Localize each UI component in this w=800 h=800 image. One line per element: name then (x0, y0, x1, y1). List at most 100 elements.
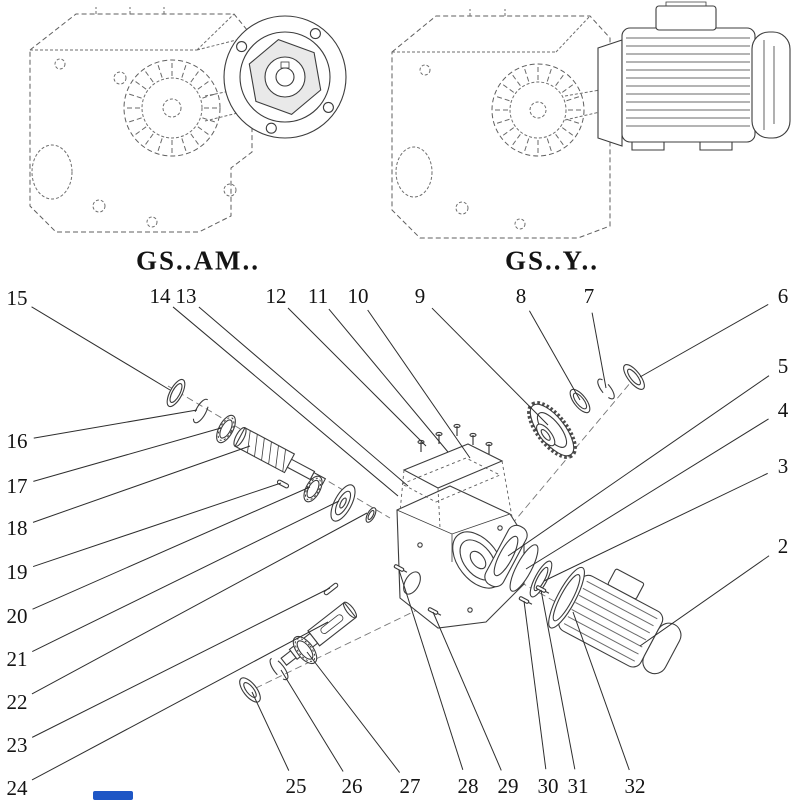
leader-line-3 (543, 472, 768, 582)
leader-line-12 (287, 307, 427, 447)
callout-label-27: 27 (400, 774, 421, 798)
callout-label-31: 31 (568, 774, 589, 798)
callout-label-17: 17 (7, 474, 28, 498)
fan-cover (751, 31, 791, 139)
callout-label-8: 8 (516, 284, 527, 308)
spacer-ring (365, 507, 377, 523)
gearbox-y-view (391, 9, 611, 239)
callout-label-18: 18 (7, 516, 28, 540)
leader-line-25 (251, 691, 290, 771)
leader-line-7 (591, 312, 607, 389)
callout-label-4: 4 (778, 398, 789, 422)
cover-plate (399, 443, 513, 529)
callout-label-16: 16 (7, 429, 28, 453)
leader-line-19 (32, 482, 282, 568)
gearbox-am-flange (223, 15, 347, 139)
motor-assembled (597, 1, 791, 151)
callout-label-30: 30 (538, 774, 559, 798)
callout-label-9: 9 (415, 284, 426, 308)
motor-fins (563, 580, 658, 662)
leader-line-29 (432, 611, 502, 771)
worm-wheel-ticks (126, 62, 218, 154)
shaft-key (323, 582, 339, 596)
callout-label-23: 23 (7, 733, 28, 757)
callout-label-25: 25 (286, 774, 307, 798)
terminal-box (655, 5, 717, 31)
callout-label-5: 5 (778, 354, 789, 378)
motor-fins (626, 37, 750, 127)
callout-label-6: 6 (778, 284, 789, 308)
leader-line-8 (528, 310, 581, 401)
leader-line-17 (33, 427, 222, 482)
worm-wheel-ticks (494, 66, 582, 154)
oil-seal (623, 364, 645, 390)
view-label-gs-am: GS..AM.. (136, 245, 260, 276)
leader-line-21 (32, 500, 340, 652)
callout-label-32: 32 (625, 774, 646, 798)
leader-line-27 (306, 651, 401, 773)
motor-feet (631, 142, 733, 151)
motor-flange (548, 566, 585, 629)
worm-shaft (233, 426, 327, 486)
washer-disc (330, 484, 356, 522)
leader-line-20 (32, 486, 311, 610)
keyway (280, 61, 290, 69)
watermark-strip (93, 791, 133, 800)
callout-label-11: 11 (308, 284, 328, 308)
pin (276, 479, 290, 489)
motor-body (621, 27, 756, 143)
callout-label-28: 28 (458, 774, 479, 798)
fan-cover (642, 622, 682, 675)
leader-line-26 (280, 669, 344, 772)
leader-line-14 (172, 306, 399, 497)
leader-line-24 (31, 621, 329, 781)
callout-label-21: 21 (7, 647, 28, 671)
exploded-view (166, 364, 682, 703)
leader-line-2 (639, 555, 770, 647)
callout-label-20: 20 (7, 604, 28, 628)
callout-label-29: 29 (498, 774, 519, 798)
callout-label-7: 7 (584, 284, 595, 308)
leader-line-32 (572, 611, 630, 771)
output-cover (484, 524, 528, 588)
leader-line-31 (540, 589, 576, 770)
leader-line-11 (328, 308, 449, 453)
callout-label-2: 2 (778, 534, 789, 558)
leader-line-15 (31, 306, 171, 391)
gasket (509, 544, 539, 592)
input-bearing (216, 414, 236, 444)
cover-screws (417, 423, 493, 454)
oil-seal (166, 378, 186, 408)
leader-line-10 (367, 309, 471, 459)
callout-label-10: 10 (348, 284, 369, 308)
leader-line-28 (398, 569, 464, 770)
leader-line-13 (198, 306, 409, 487)
motor-exploded (548, 566, 682, 675)
washer (239, 677, 261, 703)
leader-line-5 (507, 375, 770, 557)
callout-label-24: 24 (7, 776, 29, 800)
callout-label-13: 13 (176, 284, 197, 308)
leader-line-16 (33, 409, 198, 439)
retaining-ring (192, 398, 210, 424)
circlip (597, 378, 615, 400)
callout-label-14: 14 (150, 284, 172, 308)
callout-label-15: 15 (7, 286, 28, 310)
output-shaft (280, 601, 358, 666)
callout-label-26: 26 (342, 774, 363, 798)
leader-line-4 (525, 418, 769, 570)
gearbox-am-view (29, 7, 259, 233)
leader-line-23 (31, 587, 331, 738)
callout-label-3: 3 (778, 454, 789, 478)
callout-label-22: 22 (7, 690, 28, 714)
view-label-gs-y: GS..Y.. (504, 245, 600, 276)
callout-label-12: 12 (266, 284, 287, 308)
leader-line-22 (31, 512, 368, 695)
leader-line-9 (431, 307, 549, 426)
leader-line-30 (523, 600, 547, 770)
washer-ring (569, 388, 591, 414)
leader-line-18 (32, 445, 251, 523)
